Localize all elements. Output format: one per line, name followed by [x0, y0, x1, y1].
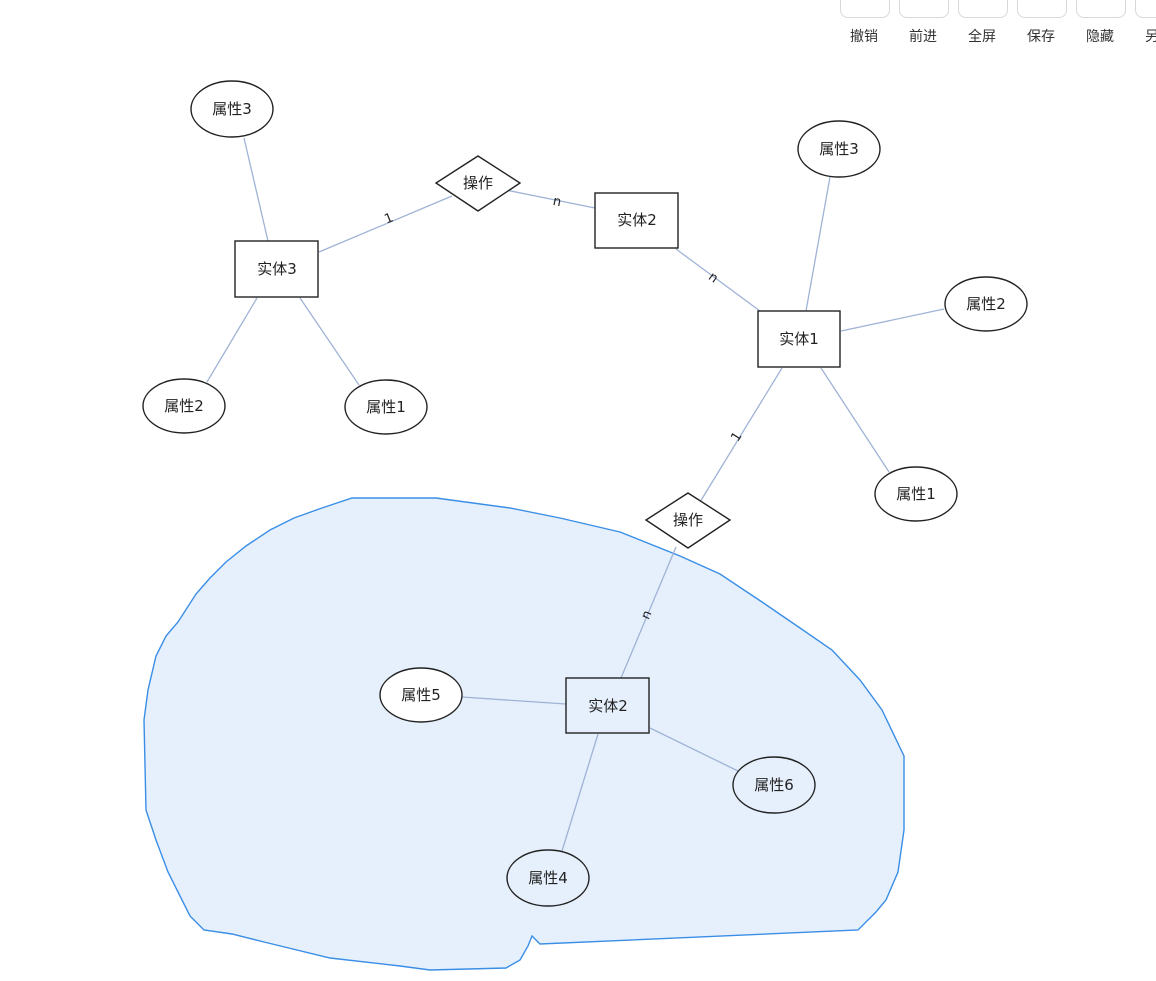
saveas-label: 另存: [1145, 29, 1156, 45]
attribute-label: 属性3: [819, 140, 859, 158]
edge-entity1-attr2: [840, 308, 945, 332]
chevron-right-icon: [915, 0, 935, 7]
save-button[interactable]: 保存: [1017, 0, 1069, 52]
attribute-label: 属性5: [401, 686, 441, 704]
save-as-icon: [1151, 0, 1156, 7]
edge-entity3-attr2: [206, 297, 258, 383]
attribute-label: 属性3: [212, 100, 252, 118]
entity-label: 实体3: [257, 260, 297, 278]
relation-label: 操作: [463, 174, 493, 192]
edge-entity3-relation1: [318, 195, 453, 253]
attribute-label: 属性1: [896, 485, 936, 503]
redo-label: 前进: [909, 29, 937, 45]
hide-button-frame[interactable]: [1076, 0, 1126, 18]
attribute-node-entity2-attr5[interactable]: 属性5: [379, 667, 463, 723]
attribute-label: 属性6: [754, 776, 794, 794]
undo-button[interactable]: 撤销: [840, 0, 892, 52]
entity-node-entity3[interactable]: 实体3: [234, 240, 319, 298]
save-label: 保存: [1027, 29, 1055, 45]
entity-node-entity2-bottom[interactable]: 实体2: [565, 677, 650, 734]
attribute-node-entity3-attr2[interactable]: 属性2: [142, 378, 226, 434]
hide-label: 隐藏: [1086, 29, 1114, 45]
attribute-node-entity3-attr3[interactable]: 属性3: [190, 80, 274, 138]
entity-label: 实体1: [779, 330, 819, 348]
relation-node-relation2[interactable]: 操作: [644, 492, 732, 549]
fullscreen-button-frame[interactable]: [958, 0, 1008, 18]
eye-hide-icon: [1092, 0, 1112, 7]
hide-button[interactable]: 隐藏: [1076, 0, 1128, 52]
attribute-node-entity1-attr1[interactable]: 属性1: [874, 466, 958, 522]
redo-button[interactable]: 前进: [899, 0, 951, 52]
fullscreen-button[interactable]: 全屏: [958, 0, 1010, 52]
entity-label: 实体2: [617, 211, 657, 229]
attribute-label: 属性1: [366, 398, 406, 416]
attribute-node-entity1-attr3[interactable]: 属性3: [797, 120, 881, 178]
relation-node-relation1[interactable]: 操作: [434, 155, 522, 212]
edge-entity1-relation2: [699, 367, 783, 503]
attribute-label: 属性2: [966, 295, 1006, 313]
edge-entity1-attr1: [820, 367, 890, 473]
redo-button-frame[interactable]: [899, 0, 949, 18]
entity-node-entity2-top[interactable]: 实体2: [594, 192, 679, 249]
edge-entity2bottom-attr4: [561, 733, 599, 852]
undo-button-frame[interactable]: [840, 0, 890, 18]
attribute-label: 属性4: [528, 869, 568, 887]
chevron-left-icon: [856, 0, 876, 7]
save-icon: [1033, 0, 1053, 7]
edge-entity1-attr3: [805, 176, 831, 312]
cardinality-relation1-entity2top: n: [551, 194, 562, 210]
saveas-button[interactable]: 另存: [1135, 0, 1156, 52]
entity-label: 实体2: [588, 697, 628, 715]
fullscreen-label: 全屏: [968, 29, 996, 45]
edge-entity3-attr3: [243, 137, 269, 242]
attribute-node-entity3-attr1[interactable]: 属性1: [344, 379, 428, 435]
undo-label: 撤销: [850, 29, 878, 45]
attribute-node-entity1-attr2[interactable]: 属性2: [944, 276, 1028, 332]
attribute-label: 属性2: [164, 397, 204, 415]
nodes: 属性3 实体3 属性2 属性1 操作 实体2 属性3: [142, 80, 1028, 907]
lasso-selection-region[interactable]: [143, 497, 905, 971]
relation-label: 操作: [673, 511, 703, 529]
attribute-node-entity2-attr4[interactable]: 属性4: [506, 849, 590, 907]
edge-relation2-entity2bottom: [620, 546, 677, 679]
edge-relation1-entity2top: [505, 189, 596, 209]
toolbar: 撤销 前进 全屏 保存 隐藏: [840, 0, 1156, 52]
saveas-button-frame[interactable]: [1135, 0, 1156, 18]
edge-entity2top-entity1: [675, 248, 761, 312]
fullscreen-icon: [974, 0, 994, 7]
edge-entity3-attr1: [299, 297, 360, 386]
attribute-node-entity2-attr6[interactable]: 属性6: [732, 756, 816, 814]
edge-entity2bottom-attr5: [461, 696, 567, 705]
entity-node-entity1[interactable]: 实体1: [757, 310, 841, 368]
save-button-frame[interactable]: [1017, 0, 1067, 18]
edge-entity2bottom-attr6: [649, 727, 739, 772]
edges: [206, 137, 945, 852]
